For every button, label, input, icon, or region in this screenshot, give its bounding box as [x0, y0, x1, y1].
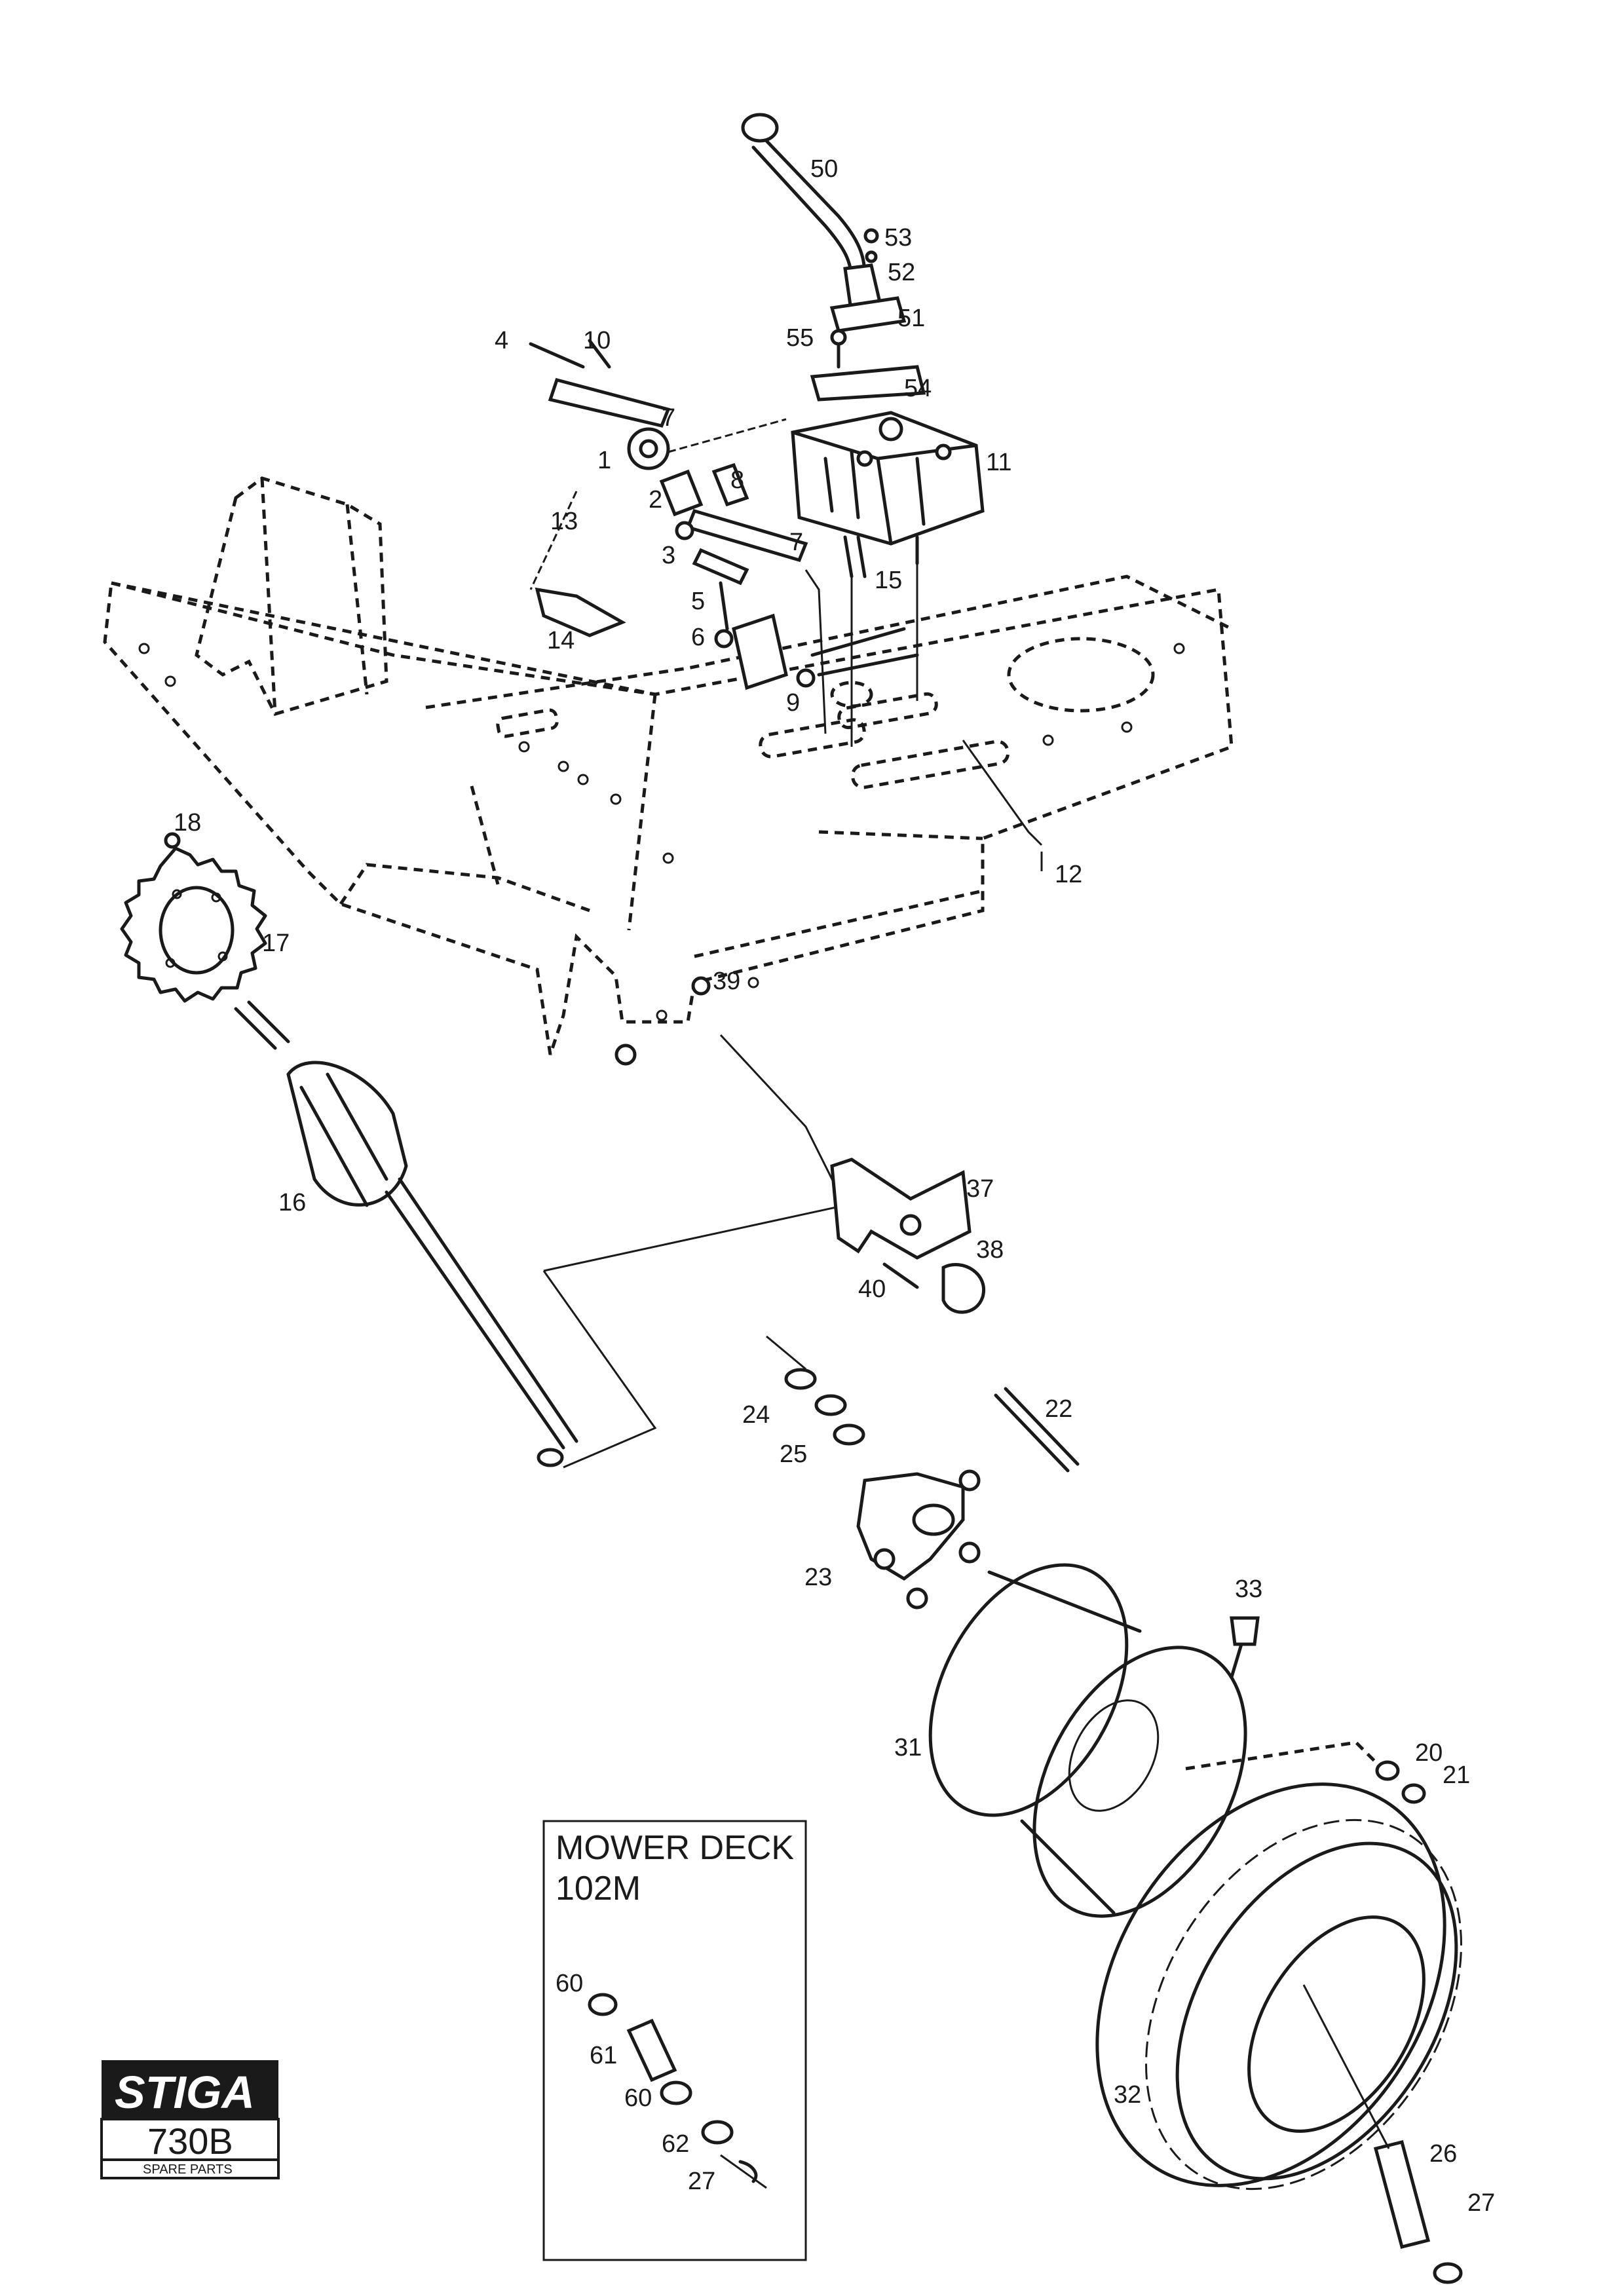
- part-label-9: 9: [786, 689, 800, 717]
- brand-logo-text: STIGA: [115, 2067, 255, 2118]
- part-label-23: 23: [804, 1564, 832, 1591]
- gear-lever-assembly: [668, 113, 985, 578]
- part-label-5: 5: [691, 588, 705, 615]
- part-label-3: 3: [662, 542, 675, 569]
- part-label-55: 55: [786, 324, 814, 352]
- part-label-1: 1: [597, 447, 611, 474]
- part-label-15: 15: [875, 567, 902, 594]
- part-label-38: 38: [976, 1236, 1004, 1264]
- spare-parts-caption: SPARE PARTS: [143, 2162, 233, 2177]
- part-label-16: 16: [278, 1189, 306, 1216]
- part-label-13: 13: [550, 508, 578, 535]
- part-label-51: 51: [897, 305, 925, 332]
- part-label-17: 17: [262, 930, 290, 957]
- part-label-37: 37: [966, 1175, 994, 1203]
- part-label-26: 26: [1429, 2140, 1457, 2168]
- stiga-logo-block: STIGA 730B SPARE PARTS: [100, 2060, 280, 2179]
- part-label-11: 11: [986, 449, 1011, 476]
- part-label-31: 31: [894, 1734, 922, 1761]
- part-label-53: 53: [884, 224, 912, 252]
- part-label-18: 18: [174, 809, 201, 837]
- part-label-8: 8: [730, 466, 744, 494]
- tension-arm-assembly: [529, 339, 1043, 871]
- part-label-20: 20: [1415, 1739, 1443, 1767]
- part-label-39: 39: [713, 968, 740, 995]
- part-label-25: 25: [780, 1440, 807, 1468]
- part-label-62: 62: [662, 2130, 689, 2158]
- mower-deck-inset: [542, 1820, 807, 2261]
- wheel-hub-assembly: [766, 1335, 1463, 2284]
- part-number-labels: 1 2 3 4 5 6 7 7 8 9 10 11 12 13 14 15 16…: [174, 155, 1495, 2217]
- part-label-52: 52: [888, 259, 915, 286]
- part-label-21: 21: [1443, 1761, 1470, 1789]
- part-label-33: 33: [1235, 1575, 1262, 1603]
- part-label-54: 54: [904, 375, 932, 402]
- part-label-27b: 27: [1467, 2189, 1495, 2217]
- part-label-60a: 60: [556, 1970, 583, 1997]
- inset-title-line2: 102M: [556, 1870, 641, 1908]
- part-label-50: 50: [810, 155, 838, 183]
- part-label-7b: 7: [789, 529, 803, 556]
- part-label-22: 22: [1045, 1395, 1072, 1423]
- part-label-12: 12: [1055, 861, 1082, 888]
- chassis-frame: [103, 476, 1234, 1055]
- part-label-6: 6: [691, 624, 705, 651]
- part-label-7a: 7: [662, 404, 675, 432]
- part-label-40: 40: [858, 1275, 886, 1303]
- part-label-14: 14: [547, 627, 575, 654]
- part-label-61: 61: [590, 2042, 617, 2069]
- part-label-27a: 27: [688, 2168, 715, 2195]
- part-label-32: 32: [1114, 2081, 1141, 2109]
- part-label-10: 10: [583, 327, 611, 354]
- rear-axle-assembly: [120, 832, 847, 1469]
- part-label-60b: 60: [624, 2084, 652, 2112]
- inset-title-line1: MOWER DECK: [556, 1829, 794, 1867]
- part-label-24: 24: [742, 1401, 770, 1429]
- bracket-assembly: [614, 976, 986, 1314]
- part-label-4: 4: [495, 327, 508, 354]
- model-number: 730B: [147, 2120, 233, 2162]
- part-label-2: 2: [649, 486, 662, 514]
